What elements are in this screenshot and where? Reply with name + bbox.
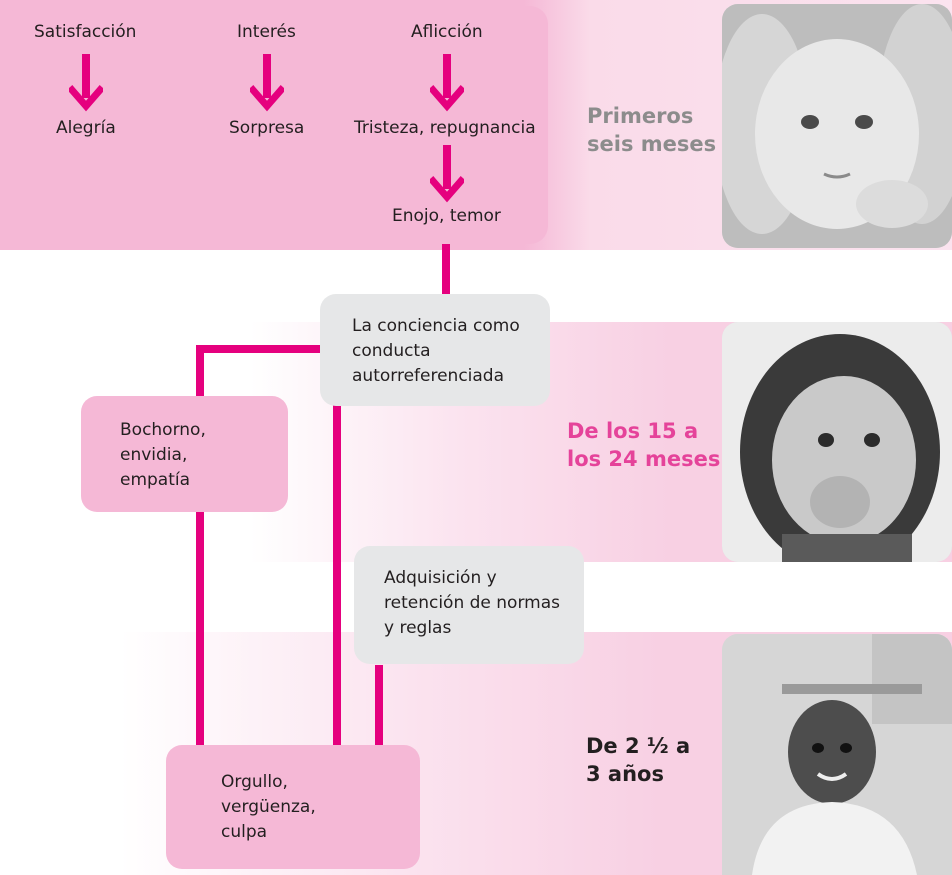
girl-photo <box>722 322 952 562</box>
boy-photo <box>722 634 952 875</box>
self-awareness-box <box>320 294 550 406</box>
embarrassment-box <box>81 396 288 512</box>
self-awareness-text: La conciencia como conducta autorreferen… <box>352 316 520 386</box>
first-months-emotions-box <box>6 6 548 244</box>
arrow-down-icon <box>430 145 464 203</box>
connector-stage1-to-concept <box>442 244 450 296</box>
pride-text: Orgullo, vergüenza, culpa <box>221 772 316 842</box>
emotion-tristeza-repugnancia: Tristeza, repugnancia <box>354 118 536 138</box>
emotion-interes: Interés <box>237 22 296 42</box>
emotion-satisfaccion: Satisfacción <box>34 22 137 42</box>
stage3-label: De 2 ½ a 3 años <box>586 734 691 786</box>
emotion-alegria: Alegría <box>56 118 116 138</box>
emotion-sorpresa: Sorpresa <box>229 118 305 138</box>
connector-concept-left-horizontal <box>196 345 322 353</box>
pride-box <box>166 745 420 869</box>
arrow-down-icon <box>250 54 284 112</box>
arrow-down-icon <box>430 54 464 112</box>
connector-norms-down <box>375 665 383 750</box>
connector-concept-down <box>333 405 341 750</box>
emotion-enojo-temor: Enojo, temor <box>392 206 501 226</box>
stage2-label: De los 15 a los 24 meses <box>567 419 721 471</box>
embarrassment-text: Bochorno, envidia, empatía <box>120 420 206 490</box>
stage1-label: Primeros seis meses <box>587 104 717 156</box>
baby-photo <box>722 4 952 248</box>
connector-left-vertical <box>196 345 204 750</box>
norms-text: Adquisición y retención de normas y regl… <box>384 568 560 638</box>
emotion-afliccion: Aflicción <box>411 22 483 42</box>
arrow-down-icon <box>69 54 103 112</box>
norms-box <box>354 546 584 664</box>
